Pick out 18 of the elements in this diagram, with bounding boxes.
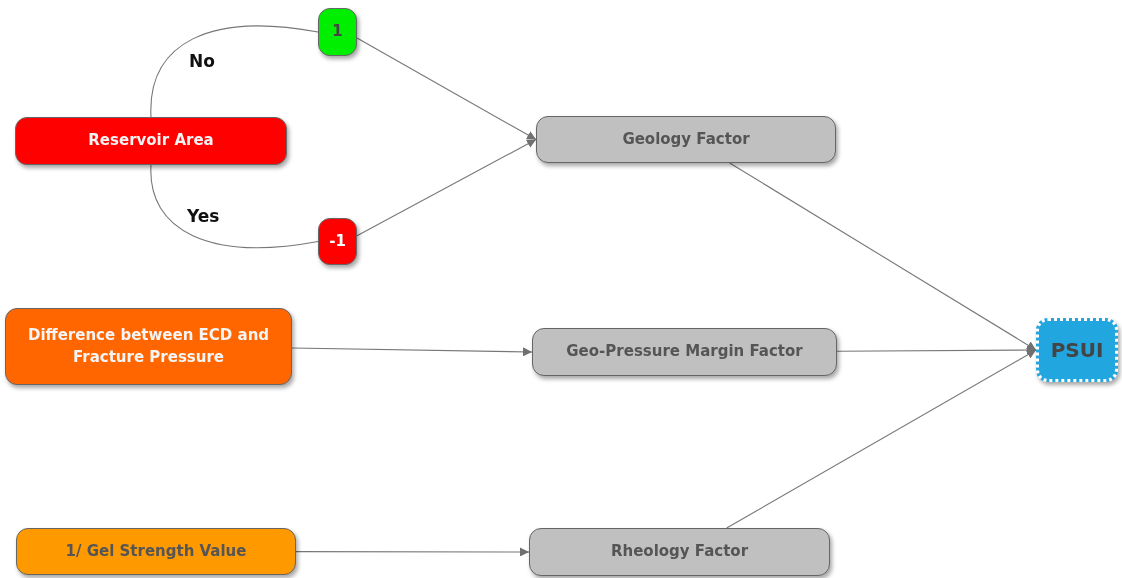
arrow bbox=[291, 347, 533, 357]
factor-box: Geology Factor bbox=[536, 116, 836, 163]
decision-box: Reservoir Area bbox=[15, 117, 287, 165]
input-box: Difference between ECD and Fracture Pressure bbox=[5, 308, 292, 385]
input-box: 1/ Gel Strength Value bbox=[16, 528, 296, 575]
value-box: -1 bbox=[318, 218, 357, 265]
arrow bbox=[729, 162, 1037, 351]
arrow bbox=[836, 345, 1037, 355]
factor-box: Geo-Pressure Margin Factor bbox=[532, 328, 837, 376]
arrow bbox=[726, 349, 1037, 529]
value-box: 1 bbox=[318, 8, 357, 56]
factor-box: Rheology Factor bbox=[529, 528, 830, 576]
arrow bbox=[356, 138, 537, 237]
curved-connector bbox=[150, 25, 319, 118]
result-box: PSUI bbox=[1036, 318, 1118, 382]
arrow bbox=[356, 37, 537, 141]
arrow bbox=[295, 547, 530, 557]
curved-connector bbox=[150, 164, 319, 248]
